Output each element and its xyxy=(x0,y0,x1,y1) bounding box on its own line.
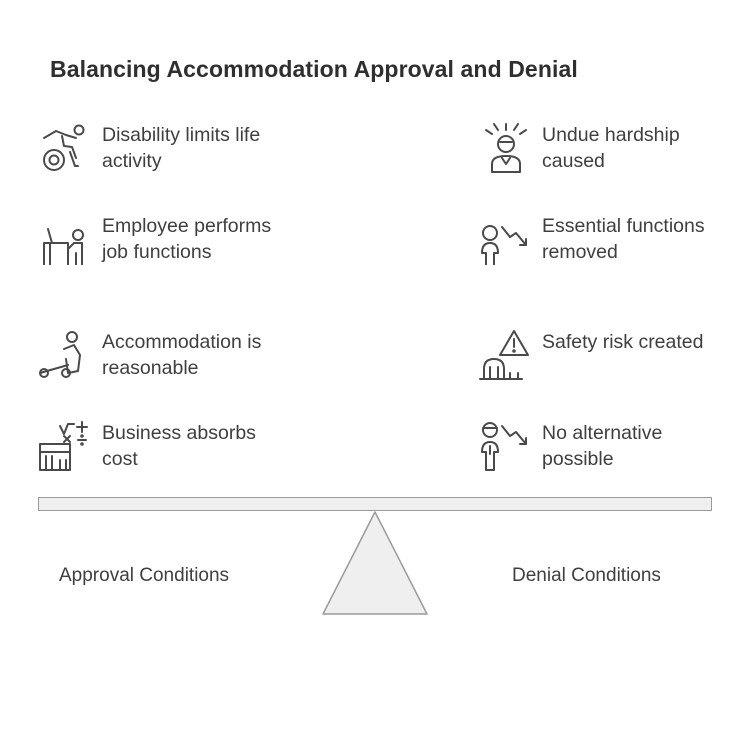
approval-item-label: Disability limits life activity xyxy=(102,124,261,172)
denial-item-label: Undue hardship caused xyxy=(542,124,680,172)
wheelchair-icon xyxy=(38,122,90,174)
warning-hazard-icon xyxy=(478,329,530,381)
denial-item-label: No alternative possible xyxy=(542,422,663,470)
diagram-title: Balancing Accommodation Approval and Den… xyxy=(50,56,578,82)
approval-conditions-label: Approval Conditions xyxy=(59,565,230,586)
assistance-ramp-icon xyxy=(38,329,90,381)
denial-item-label: Safety risk created xyxy=(542,331,704,353)
seesaw-beam xyxy=(38,497,712,511)
approval-item-label: Business absorbs cost xyxy=(102,422,256,470)
approval-item-label: Accommodation is reasonable xyxy=(102,331,262,379)
worker-at-desk-icon xyxy=(38,213,90,265)
person-declining-arrow-icon xyxy=(478,213,530,265)
calculator-budget-icon xyxy=(38,420,90,472)
worker-declining-arrow-icon xyxy=(478,420,530,472)
approval-item-label: Employee performs job functions xyxy=(102,215,272,263)
denial-item-label: Essential functions removed xyxy=(542,215,705,263)
denial-conditions-label: Denial Conditions xyxy=(512,565,661,586)
stressed-person-icon xyxy=(478,122,530,174)
seesaw-fulcrum xyxy=(320,510,430,618)
